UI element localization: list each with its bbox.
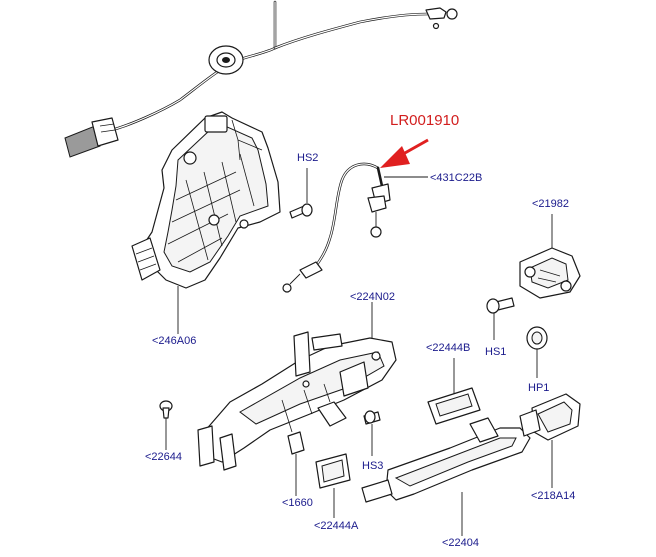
screw-hs3	[363, 410, 381, 456]
cable-connector	[64, 117, 119, 158]
callout-224n02: <224N02	[350, 291, 395, 303]
gasket-22444a	[315, 453, 351, 518]
callout-hs3: HS3	[362, 460, 383, 472]
highlight-arrow	[380, 138, 429, 168]
callout-22444a: <22444A	[314, 520, 359, 532]
bolt-hs1	[486, 297, 515, 340]
fastener-22644	[159, 400, 173, 450]
callout-1660: <1660	[282, 497, 313, 509]
release-cable	[64, 0, 458, 158]
gasket-22444b	[427, 358, 481, 425]
clip-1660	[287, 431, 305, 496]
plug-hp1	[526, 326, 548, 378]
callout-246a06: <246A06	[152, 335, 196, 347]
lock-rod-cable-assembly	[282, 162, 428, 293]
callout-hs1: HS1	[485, 346, 506, 358]
callout-22644: <22644	[145, 451, 182, 463]
callout-hp1: HP1	[528, 382, 549, 394]
callout-22444b: <22444B	[426, 342, 470, 354]
callout-21982: <21982	[532, 198, 569, 210]
door-latch-assembly	[131, 111, 281, 289]
door-striker	[519, 214, 581, 299]
highlighted-part-number: LR001910	[390, 112, 459, 129]
cable-grommet	[208, 45, 244, 75]
callout-431c22b: <431C22B	[430, 172, 482, 184]
callout-hs2: HS2	[297, 152, 318, 164]
screw-hs2	[289, 168, 313, 219]
handle-end-cap	[519, 393, 581, 488]
callout-22404: <22404	[442, 537, 479, 549]
callout-218a14: <218A14	[531, 490, 575, 502]
outside-door-handle	[361, 417, 531, 536]
handle-carrier	[197, 302, 397, 471]
